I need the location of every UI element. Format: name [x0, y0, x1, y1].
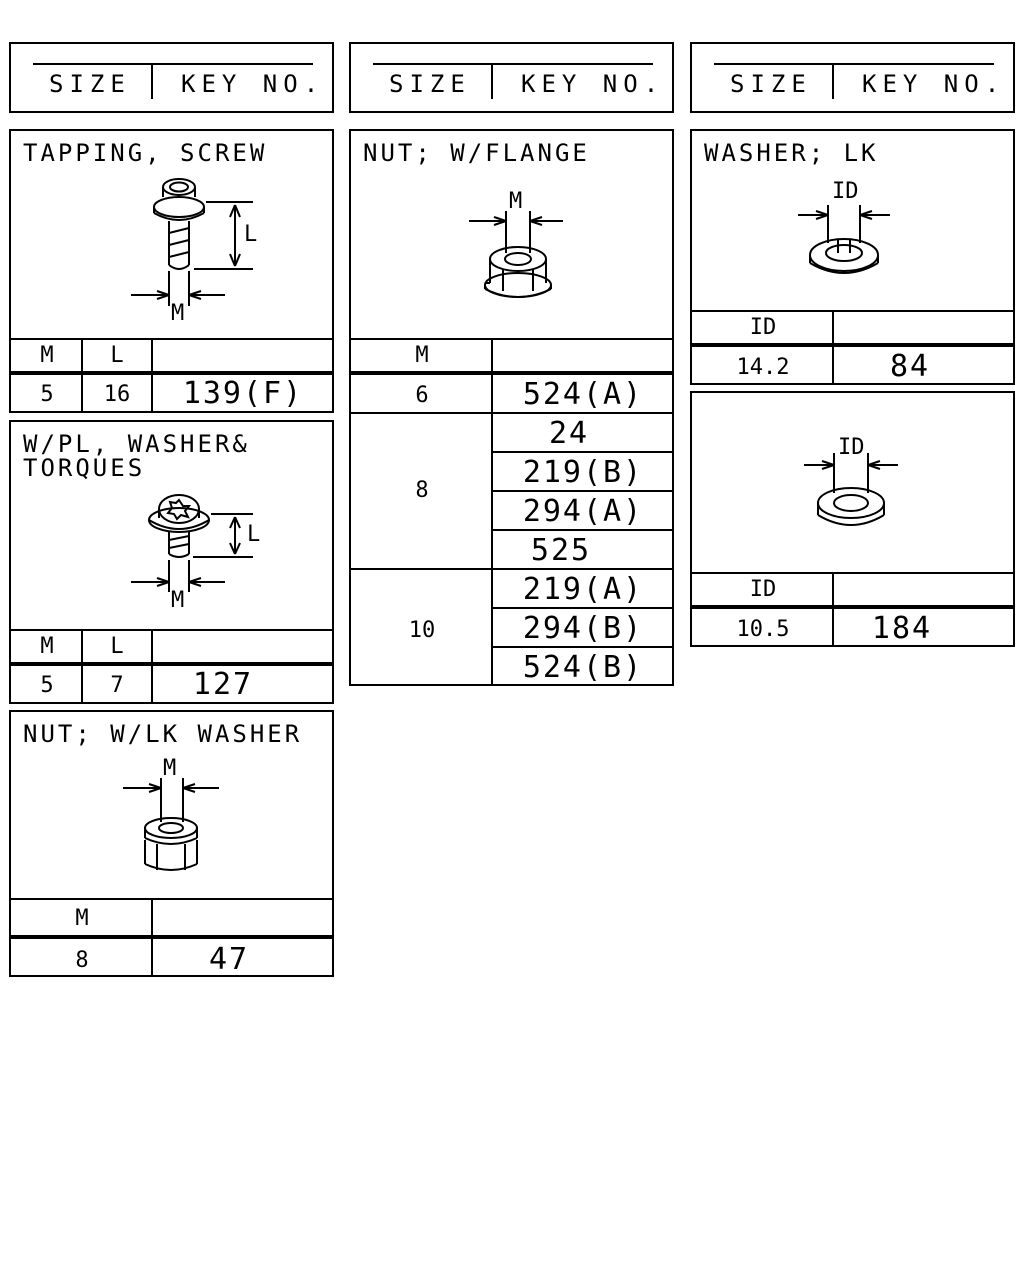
tapping-screw-dim-l: L: [244, 222, 258, 247]
header-size-label: SIZE: [49, 70, 131, 98]
header-rule: [373, 63, 653, 65]
tapping-screw-panel: TAPPING, SCREW L M: [9, 129, 334, 413]
cell-key: 524(A): [522, 377, 644, 412]
table-rule: [11, 371, 332, 375]
nut-flange-panel: NUT; W/FLANGE M M 6 8 10 524(A) 2: [349, 129, 674, 686]
cell-key: 84: [889, 349, 931, 384]
header-key-label: KEY NO.: [521, 70, 665, 98]
table-divider: [81, 338, 83, 411]
tapping-screw-dim-m: M: [171, 301, 185, 326]
header-rule: [33, 63, 313, 65]
col-l-header: L: [110, 343, 124, 368]
nut-lk-washer-title: NUT; W/LK WASHER: [23, 720, 303, 748]
nut-flange-title: NUT; W/FLANGE: [363, 139, 590, 167]
col-l-header: L: [110, 634, 124, 659]
table-rule: [491, 529, 672, 531]
nut-flange-dim-m: M: [509, 189, 523, 214]
table-rule: [692, 310, 1013, 312]
col-m-header: M: [75, 906, 89, 931]
nut-lk-washer-drawing: [123, 778, 219, 871]
table-rule: [11, 338, 332, 340]
cell-key: 24: [548, 416, 590, 451]
col-m-header: M: [40, 343, 54, 368]
header-size-label: SIZE: [389, 70, 471, 98]
table-rule: [491, 451, 672, 453]
cell-l: 16: [103, 382, 131, 407]
wpl-washer-dim-l: L: [247, 522, 261, 547]
header-divider: [832, 63, 834, 99]
table-divider: [832, 310, 834, 383]
washer-lk-dim-id: ID: [832, 179, 859, 204]
cell-id: 10.5: [736, 617, 790, 642]
header-box-2: SIZE KEY NO.: [349, 42, 674, 113]
table-divider: [81, 629, 83, 702]
table-rule: [11, 662, 332, 666]
washer-lk-drawing: [798, 205, 890, 274]
cell-m: 5: [40, 673, 54, 698]
header-box-3: SIZE KEY NO.: [690, 42, 1015, 113]
table-rule: [491, 646, 672, 648]
col-m-header: M: [40, 634, 54, 659]
cell-key: 294(A): [522, 494, 644, 529]
header-divider: [491, 63, 493, 99]
washer-lk-title: WASHER; LK: [704, 139, 879, 167]
washer-plain-dim-id: ID: [838, 435, 865, 460]
table-rule: [692, 343, 1013, 347]
header-key-label: KEY NO.: [181, 70, 325, 98]
wpl-washer-dim-m: M: [171, 588, 185, 613]
table-divider: [151, 629, 153, 702]
table-rule: [351, 338, 672, 340]
table-rule: [692, 605, 1013, 609]
col-m-header: M: [415, 343, 429, 368]
wpl-washer-title-2: TORQUES: [23, 454, 146, 482]
cell-key: 219(A): [522, 572, 644, 607]
tapping-screw-title: TAPPING, SCREW: [23, 139, 268, 167]
washer-plain-drawing: [804, 453, 898, 526]
table-rule: [491, 490, 672, 492]
table-divider: [151, 898, 153, 975]
cell-m: 6: [415, 383, 429, 408]
header-divider: [151, 63, 153, 99]
cell-key: 47: [208, 942, 250, 977]
table-rule: [351, 568, 672, 570]
cell-key: 127: [192, 667, 254, 702]
header-box-1: SIZE KEY NO.: [9, 42, 334, 113]
table-divider: [832, 572, 834, 645]
table-rule: [491, 607, 672, 609]
cell-m: 10: [408, 618, 436, 643]
cell-l: 7: [110, 673, 124, 698]
cell-m: 8: [415, 478, 429, 503]
cell-key: 139(F): [182, 376, 304, 411]
col-id-header: ID: [749, 315, 777, 340]
col-id-header: ID: [749, 577, 777, 602]
table-rule: [692, 572, 1013, 574]
cell-key: 294(B): [522, 611, 644, 646]
tapping-screw-drawing: [131, 178, 253, 306]
wpl-washer-title-1: W/PL, WASHER&: [23, 430, 250, 458]
washer-plain-panel: ID ID 10.5 184: [690, 391, 1015, 647]
cell-key: 219(B): [522, 455, 644, 490]
cell-id: 14.2: [736, 355, 790, 380]
cell-key: 184: [871, 611, 933, 646]
cell-m: 8: [75, 948, 89, 973]
nut-lk-washer-dim-m: M: [163, 756, 177, 781]
table-rule: [11, 935, 332, 939]
washer-lk-panel: WASHER; LK ID ID 14.2 84: [690, 129, 1015, 385]
header-key-label: KEY NO.: [862, 70, 1006, 98]
table-rule: [11, 898, 332, 900]
cell-key: 524(B): [522, 650, 644, 685]
table-divider: [491, 338, 493, 684]
wpl-washer-drawing: [131, 494, 253, 592]
nut-lk-washer-panel: NUT; W/LK WASHER M M 8 47: [9, 710, 334, 977]
nut-flange-drawing: [469, 211, 563, 298]
wpl-washer-panel: W/PL, WASHER& TORQUES L M: [9, 420, 334, 704]
table-rule: [351, 412, 672, 414]
header-size-label: SIZE: [730, 70, 812, 98]
table-rule: [351, 371, 672, 375]
cell-key: 525: [530, 533, 592, 568]
table-divider: [151, 338, 153, 411]
table-rule: [11, 629, 332, 631]
header-rule: [714, 63, 994, 65]
cell-m: 5: [40, 382, 54, 407]
